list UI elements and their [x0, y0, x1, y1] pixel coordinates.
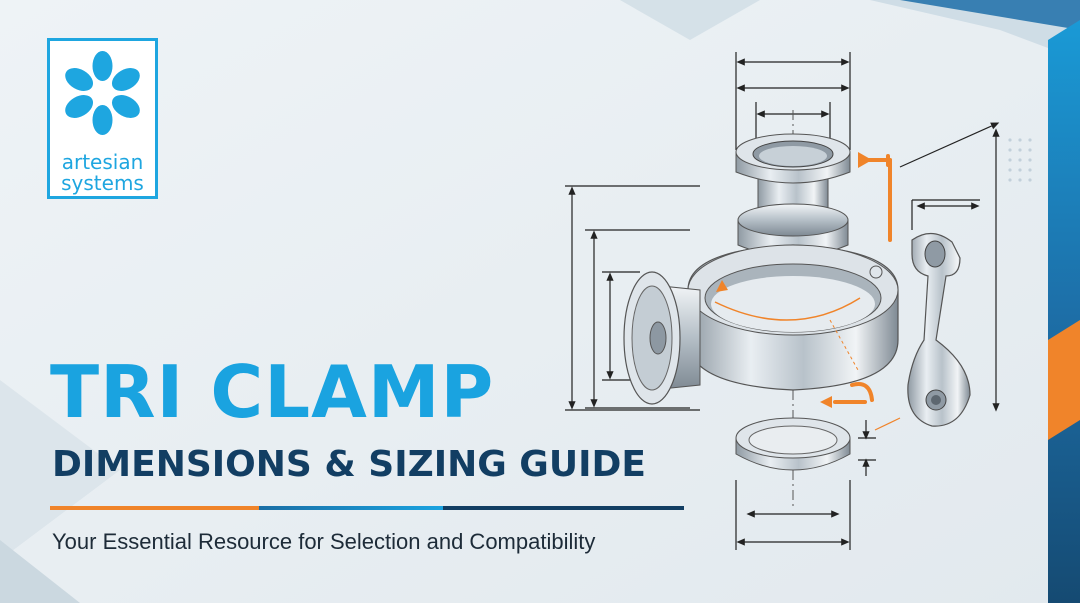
- clamp-ring-part: [687, 244, 899, 391]
- tagline: Your Essential Resource for Selection an…: [52, 529, 596, 554]
- end-cap-part: [623, 271, 701, 405]
- orange-arrows: [833, 154, 892, 404]
- accent-divider: [50, 506, 684, 510]
- logo-wordmark-line1: artesian: [61, 150, 144, 174]
- ferrule-part: [735, 133, 851, 257]
- logo-mark-icon: [65, 51, 140, 135]
- brand-logo: artesian systems: [47, 38, 158, 199]
- page-subtitle: DIMENSIONS & SIZING GUIDE: [52, 444, 646, 485]
- gasket-part: [735, 417, 851, 471]
- logo-wordmark-line2: systems: [61, 171, 144, 195]
- wing-nut-bolt-part: [907, 232, 971, 427]
- page-title: TRI CLAMP: [50, 350, 495, 434]
- tri-clamp-illustration: [565, 52, 1000, 550]
